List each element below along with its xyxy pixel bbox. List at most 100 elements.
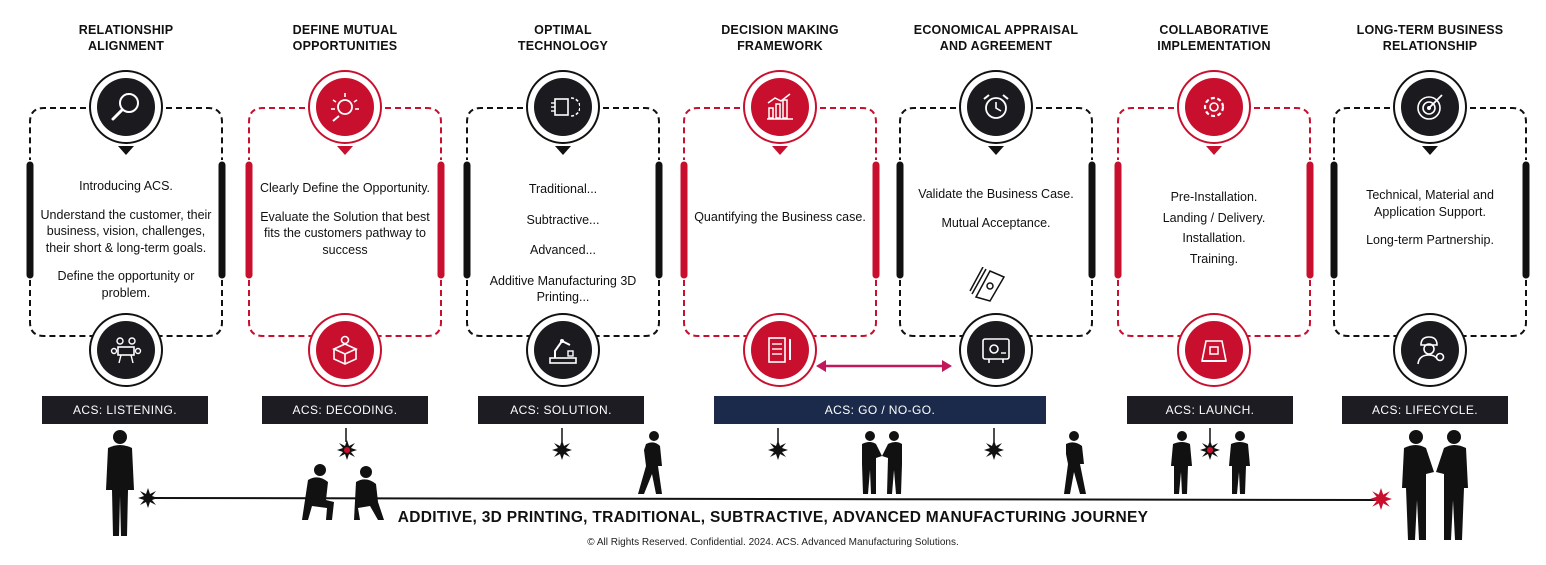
body-line: Installation. (1182, 231, 1246, 245)
stage-body: Validate the Business Case. Mutual Accep… (906, 186, 1086, 243)
starburst-icon (138, 488, 158, 508)
body-line: Long-term Partnership. (1366, 233, 1494, 247)
stage-label: ACS: LAUNCH. (1127, 396, 1293, 424)
stage-relationship-alignment: RELATIONSHIP ALIGNMENT Introducing ACS. … (18, 0, 234, 430)
stage-body: Introducing ACS. Understand the customer… (36, 178, 216, 313)
body-line: Clearly Define the Opportunity. (260, 181, 430, 195)
lightbulb-icon (316, 78, 374, 136)
dashed-frame (26, 107, 226, 337)
journey-title: ADDITIVE, 3D PRINTING, TRADITIONAL, SUBT… (397, 509, 1149, 526)
body-line: Technical, Material and Application Supp… (1366, 188, 1494, 219)
dashed-frame (1330, 107, 1530, 337)
seated-people-silhouette (302, 464, 384, 520)
stage-title-line: DECISION MAKING (721, 23, 839, 37)
dashed-frame (896, 107, 1096, 337)
stage-label: ACS: LIFECYCLE. (1342, 396, 1508, 424)
stage-title: RELATIONSHIP ALIGNMENT (18, 22, 234, 54)
stage-body: Traditional... Subtractive... Advanced..… (473, 181, 653, 318)
businessman-silhouette (106, 430, 134, 536)
calculator-icon (751, 321, 809, 379)
walking-person-silhouette (1064, 431, 1086, 494)
body-line: Subtractive... (526, 212, 600, 227)
magnifier-icon (97, 78, 155, 136)
pointer-arrow (1422, 146, 1438, 155)
engineer-icon (1401, 321, 1459, 379)
stage-title-line: LONG-TERM BUSINESS (1356, 23, 1504, 37)
stage-label: ACS: GO / NO-GO. (714, 396, 1046, 424)
body-line: Evaluate the Solution that best fits the… (260, 209, 430, 257)
money-icon (969, 267, 1006, 302)
starburst-icon (768, 440, 788, 460)
walking-person-silhouette (638, 431, 662, 494)
handshake-silhouette (862, 431, 902, 494)
body-line: Advanced... (529, 243, 596, 257)
starburst-icon (1200, 440, 1220, 460)
stage-economical-appraisal: ECONOMICAL APPRAISAL AND AGREEMENT Valid… (888, 0, 1104, 430)
stage-title-line: ECONOMICAL APPRAISAL (913, 23, 1079, 37)
body-line: Mutual Acceptance. (941, 215, 1051, 230)
stage-define-mutual-opportunities: DEFINE MUTUAL OPPORTUNITIES Clearly Defi… (237, 0, 453, 430)
stage-optimal-technology: OPTIMAL TECHNOLOGY Traditional... Subtra… (455, 0, 671, 430)
dashed-frame (245, 107, 445, 337)
pointer-arrow (118, 146, 134, 155)
stage-title-line: RELATIONSHIP (78, 23, 174, 37)
pointer-arrow (555, 146, 571, 155)
meeting-icon (97, 321, 155, 379)
body-line: Landing / Delivery. (1162, 210, 1266, 225)
body-line: Pre-Installation. (1170, 190, 1258, 204)
body-line: Introducing ACS. (79, 179, 173, 193)
handshake-silhouette (1402, 430, 1468, 540)
chip-icon (534, 78, 592, 136)
stage-title: DECISION MAKING FRAMEWORK (672, 22, 888, 54)
dashed-frame (680, 107, 880, 337)
stage-title-line: IMPLEMENTATION (1157, 39, 1271, 53)
target-icon (1401, 78, 1459, 136)
stage-title-line: COLLABORATIVE (1159, 23, 1269, 37)
standing-people-silhouette (1171, 431, 1250, 494)
stage-title: COLLABORATIVE IMPLEMENTATION (1106, 22, 1322, 54)
body-line: Quantifying the Business case. (694, 210, 866, 224)
stage-title-line: FRAMEWORK (737, 39, 823, 53)
starburst-icon (552, 440, 572, 460)
gear-cycle-icon (1185, 78, 1243, 136)
stage-body: Technical, Material and Application Supp… (1340, 187, 1520, 261)
stage-label: ACS: DECODING. (262, 396, 428, 424)
stage-long-term-relationship: LONG-TERM BUSINESS RELATIONSHIP Technica… (1322, 0, 1538, 430)
pointer-arrow (988, 146, 1004, 155)
stage-title: OPTIMAL TECHNOLOGY (455, 22, 671, 54)
alarm-clock-icon (967, 78, 1025, 136)
starburst-icon (984, 440, 1004, 460)
body-line: Understand the customer, their business,… (40, 207, 212, 255)
stage-label: ACS: SOLUTION. (478, 396, 644, 424)
stage-decision-making-framework: DECISION MAKING FRAMEWORK Quantifying th… (672, 0, 888, 430)
stage-title: LONG-TERM BUSINESS RELATIONSHIP (1322, 22, 1538, 54)
stage-title-line: DEFINE MUTUAL (292, 23, 398, 37)
stage-label: ACS: LISTENING. (42, 396, 208, 424)
body-line: Traditional... (528, 182, 598, 196)
body-line: Additive Manufacturing 3D Printing... (489, 273, 637, 305)
body-line: Training. (1189, 251, 1239, 266)
body-line: Validate the Business Case. (918, 187, 1074, 201)
stage-collaborative-implementation: COLLABORATIVE IMPLEMENTATION Pre-Install… (1106, 0, 1322, 430)
dashed-frame (1114, 107, 1314, 337)
printer-icon (1185, 321, 1243, 379)
dashed-frame (463, 107, 663, 337)
stage-body: Quantifying the Business case. (690, 209, 870, 238)
stage-title-line: RELATIONSHIP (1382, 39, 1478, 53)
stage-body: Clearly Define the Opportunity. Evaluate… (255, 180, 435, 270)
stage-title: DEFINE MUTUAL OPPORTUNITIES (237, 22, 453, 54)
starburst-icon (337, 440, 357, 460)
stage-title-line: ALIGNMENT (87, 39, 165, 53)
pointer-arrow (772, 146, 788, 155)
pointer-arrow (1206, 146, 1222, 155)
starburst-icon (1370, 488, 1392, 510)
stage-title-line: OPPORTUNITIES (292, 39, 398, 53)
bar-chart-icon (751, 78, 809, 136)
stage-title-line: AND AGREEMENT (939, 39, 1053, 53)
stage-title-line: OPTIMAL (534, 23, 592, 37)
pointer-arrow (337, 146, 353, 155)
copyright-text: © All Rights Reserved. Confidential. 202… (587, 537, 959, 548)
stage-body: Pre-Installation. Landing / Delivery. In… (1124, 189, 1304, 279)
stage-title-line: TECHNOLOGY (517, 39, 609, 53)
